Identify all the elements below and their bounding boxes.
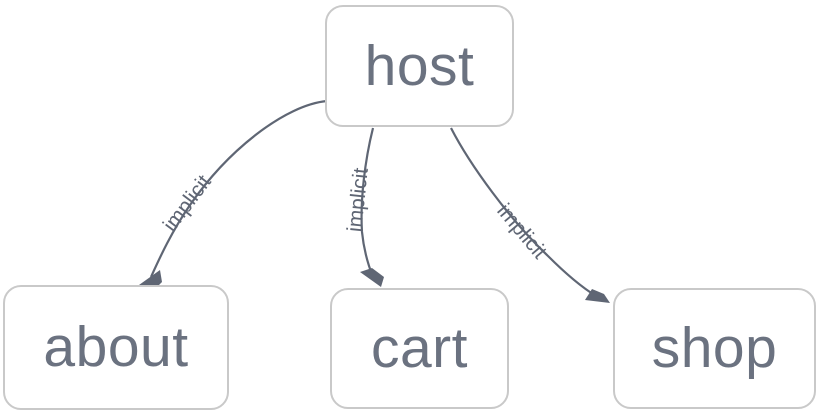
node-about[interactable]: about <box>3 285 229 410</box>
edge-label-host-shop: implicit <box>492 199 551 263</box>
node-cart-label: cart <box>370 316 469 380</box>
edge-host-cart-arrowhead <box>360 268 384 287</box>
edge-host-shop-arrowhead <box>585 289 610 303</box>
node-host-label: host <box>364 33 475 98</box>
edge-host-shop[interactable]: implicit <box>450 127 610 303</box>
node-shop[interactable]: shop <box>613 288 816 409</box>
edge-host-about[interactable]: implicit <box>139 99 328 292</box>
edge-label-host-about: implicit <box>159 171 216 236</box>
node-shop-label: shop <box>651 316 778 380</box>
edge-host-shop-path <box>450 127 597 297</box>
edge-label-host-cart: implicit <box>343 167 373 233</box>
edge-host-about-path <box>149 99 328 278</box>
edge-host-cart[interactable]: implicit <box>343 127 384 287</box>
edge-host-cart-path <box>360 127 375 278</box>
node-host[interactable]: host <box>325 5 514 127</box>
node-about-label: about <box>43 315 189 379</box>
node-cart[interactable]: cart <box>330 288 509 409</box>
